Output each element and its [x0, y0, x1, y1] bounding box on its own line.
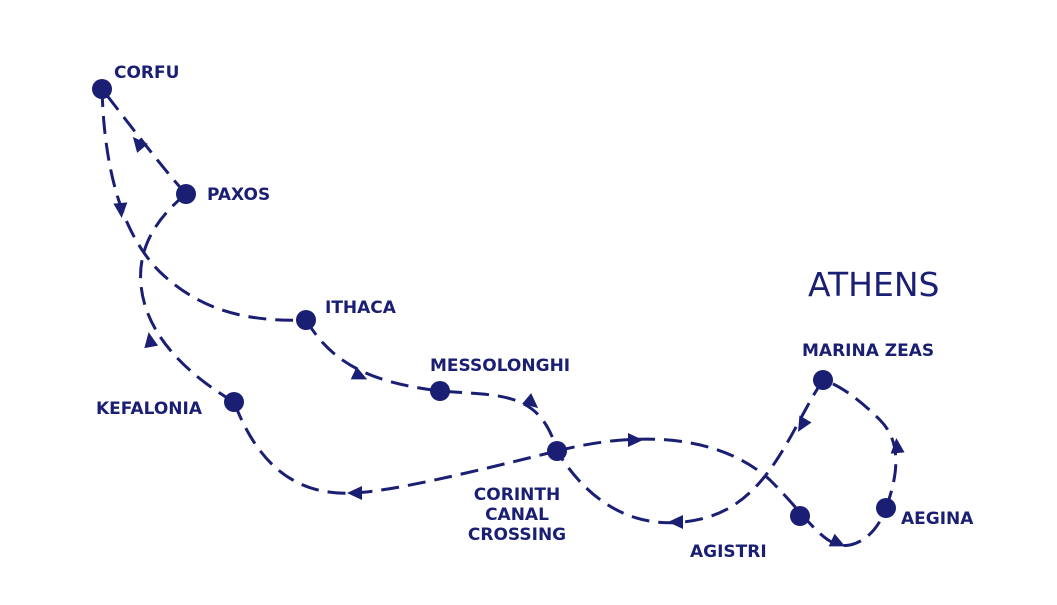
- route-aegina-marina-zeas: [822, 378, 898, 509]
- arrow-head: [828, 533, 846, 547]
- stop-dot-corfu: [92, 79, 112, 99]
- arrow-head: [668, 515, 683, 529]
- label-corinth-line-3: CROSSING: [468, 525, 566, 545]
- stop-dot-corinth: [547, 441, 567, 461]
- stop-dot-marina-zeas: [813, 370, 833, 390]
- label-marina-zeas: MARINA ZEAS: [802, 341, 934, 361]
- route-corfu-kefalonia-via-ithaca: [100, 88, 307, 322]
- route-ithaca-corinth: [304, 319, 559, 452]
- arrow-head: [890, 438, 905, 454]
- route-kefalonia-paxos: [139, 192, 235, 404]
- arrow-head: [350, 366, 368, 380]
- stop-dot-agistri: [790, 506, 810, 526]
- label-messolonghi: MESSOLONGHI: [430, 356, 570, 376]
- stop-dot-ithaca: [296, 310, 316, 330]
- route-paxos-corfu: [100, 88, 188, 196]
- label-corinth-line-2: CANAL: [485, 505, 549, 525]
- route-corinth-kefalonia: [232, 401, 558, 495]
- arrow-head: [522, 393, 539, 409]
- stop-labels: CORFU PAXOS ITHACA MESSOLONGHI KEFALONIA…: [96, 63, 974, 562]
- arrow-head: [113, 202, 128, 218]
- stop-dot-messolonghi: [430, 381, 450, 401]
- stop-dot-kefalonia: [224, 392, 244, 412]
- label-ithaca: ITHACA: [325, 298, 397, 318]
- arrow-head: [144, 332, 159, 349]
- arrow-head: [132, 136, 148, 153]
- stop-dot-paxos: [176, 184, 196, 204]
- stop-markers: [92, 79, 896, 526]
- arrow-head: [347, 486, 362, 500]
- route-corinth-aegina: [556, 437, 888, 548]
- label-agistri: AGISTRI: [690, 542, 767, 562]
- label-corinth-line-1: CORINTH: [474, 485, 560, 505]
- route-marina-zeas-corinth: [555, 379, 825, 525]
- arrow-head: [798, 415, 812, 432]
- label-kefalonia: KEFALONIA: [96, 399, 203, 419]
- label-athens: ATHENS: [808, 265, 939, 304]
- route-arrows: [113, 136, 905, 547]
- arrow-head: [628, 433, 643, 447]
- label-corfu: CORFU: [114, 63, 179, 83]
- label-paxos: PAXOS: [207, 185, 270, 205]
- label-aegina: AEGINA: [901, 509, 974, 529]
- stop-dot-aegina: [876, 498, 896, 518]
- route-lines: [100, 88, 898, 548]
